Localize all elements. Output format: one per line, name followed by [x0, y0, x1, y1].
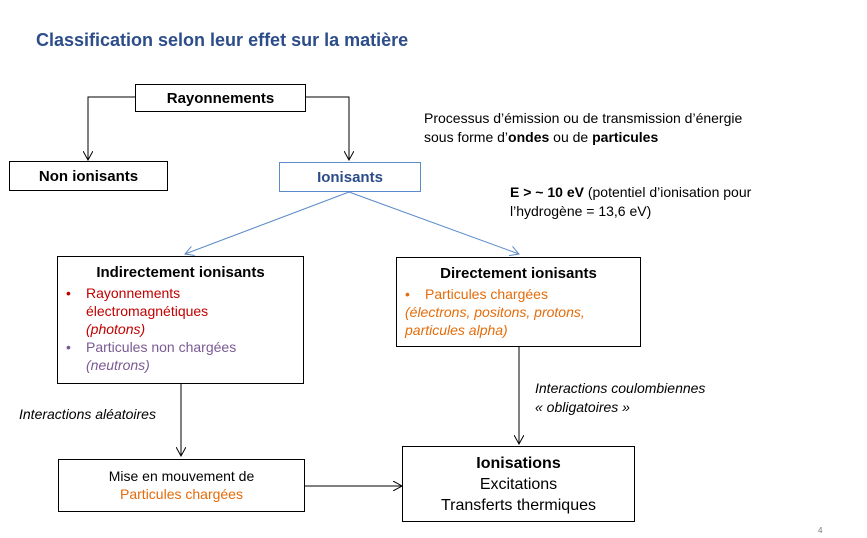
direct-item1: Particules chargées	[425, 286, 548, 302]
energy-text: (potentiel d’ionisation pour	[583, 184, 752, 200]
indirect-item1-line1: Rayonnements	[86, 285, 181, 301]
process-text: sous forme d’	[424, 129, 509, 145]
indirect-item1-note: (photons)	[86, 321, 146, 337]
ionisations-line2: Excitations	[479, 476, 558, 493]
direct-note: (électrons, positons, protons, particule…	[405, 303, 632, 339]
process-ondes: ondes	[508, 129, 550, 145]
arrow-to-non-ionisants	[88, 96, 135, 160]
node-ionisations: Ionisations Excitations Transferts therm…	[402, 446, 635, 522]
node-non-ionisants-label: Non ionisants	[38, 167, 139, 185]
interactions-coulomb-line2: « obligatoires »	[535, 399, 630, 415]
process-line1: Processus d’émission ou de transmission …	[424, 110, 743, 126]
ionisations-line3: Transferts thermiques	[440, 497, 596, 514]
mise-en-mouvement-line1: Mise en mouvement de	[108, 468, 255, 484]
node-rayonnements: Rayonnements	[135, 84, 306, 112]
ionisations-line1: Ionisations	[476, 455, 561, 472]
arrow-to-direct	[348, 191, 519, 254]
node-direct: Directement ionisants • Particules charg…	[396, 257, 641, 347]
direct-note-line2: particules alpha)	[405, 322, 508, 338]
energy-annotation: E > ~ 10 eV (potentiel d’ionisation pour…	[510, 183, 751, 221]
indirect-item1-line2: électromagnétiques	[86, 303, 209, 319]
indirect-item2-note: (neutrons)	[86, 357, 150, 373]
node-indirect: Indirectement ionisants • Rayonnements é…	[57, 256, 304, 384]
page-number: 4	[818, 526, 823, 535]
bullet-icon: •	[66, 285, 71, 301]
arrow-to-indirect	[185, 191, 350, 254]
process-particules: particules	[592, 129, 659, 145]
mise-en-mouvement-line2: Particules chargées	[120, 486, 243, 502]
process-line2: sous forme d’ondes ou de particules	[424, 128, 742, 147]
direct-item-particules: • Particules chargées	[405, 285, 632, 303]
bullet-icon: •	[66, 339, 71, 355]
indirect-item2-line1: Particules non chargées	[86, 339, 237, 355]
node-mise-en-mouvement: Mise en mouvement de Particules chargées	[58, 459, 305, 512]
energy-line2: l’hydrogène = 13,6 eV)	[510, 203, 652, 219]
node-rayonnements-label: Rayonnements	[166, 89, 275, 107]
energy-threshold: E > ~ 10 eV	[510, 184, 584, 200]
interactions-aleatoires-label: Interactions aléatoires	[19, 406, 156, 422]
indirect-item-neutrons: • Particules non chargées (neutrons)	[66, 338, 295, 374]
node-non-ionisants: Non ionisants	[9, 161, 168, 191]
process-text: ou de	[549, 129, 593, 145]
interactions-coulomb-label: Interactions coulombiennes « obligatoire…	[535, 379, 705, 417]
node-indirect-heading: Indirectement ionisants	[96, 264, 265, 281]
node-direct-heading: Directement ionisants	[440, 265, 597, 282]
bullet-icon: •	[405, 286, 410, 302]
indirect-item-photons: • Rayonnements électromagnétiques (photo…	[66, 284, 295, 338]
interactions-coulomb-line1: Interactions coulombiennes	[535, 380, 706, 396]
arrow-to-ionisants	[306, 96, 349, 160]
process-annotation: Processus d’émission ou de transmission …	[424, 109, 742, 147]
node-ionisants: Ionisants	[279, 162, 421, 192]
direct-note-line1: (électrons, positons, protons,	[405, 304, 585, 320]
energy-line1: E > ~ 10 eV (potentiel d’ionisation pour	[510, 183, 751, 202]
node-ionisants-label: Ionisants	[317, 168, 383, 186]
page-title: Classification selon leur effet sur la m…	[36, 30, 409, 50]
